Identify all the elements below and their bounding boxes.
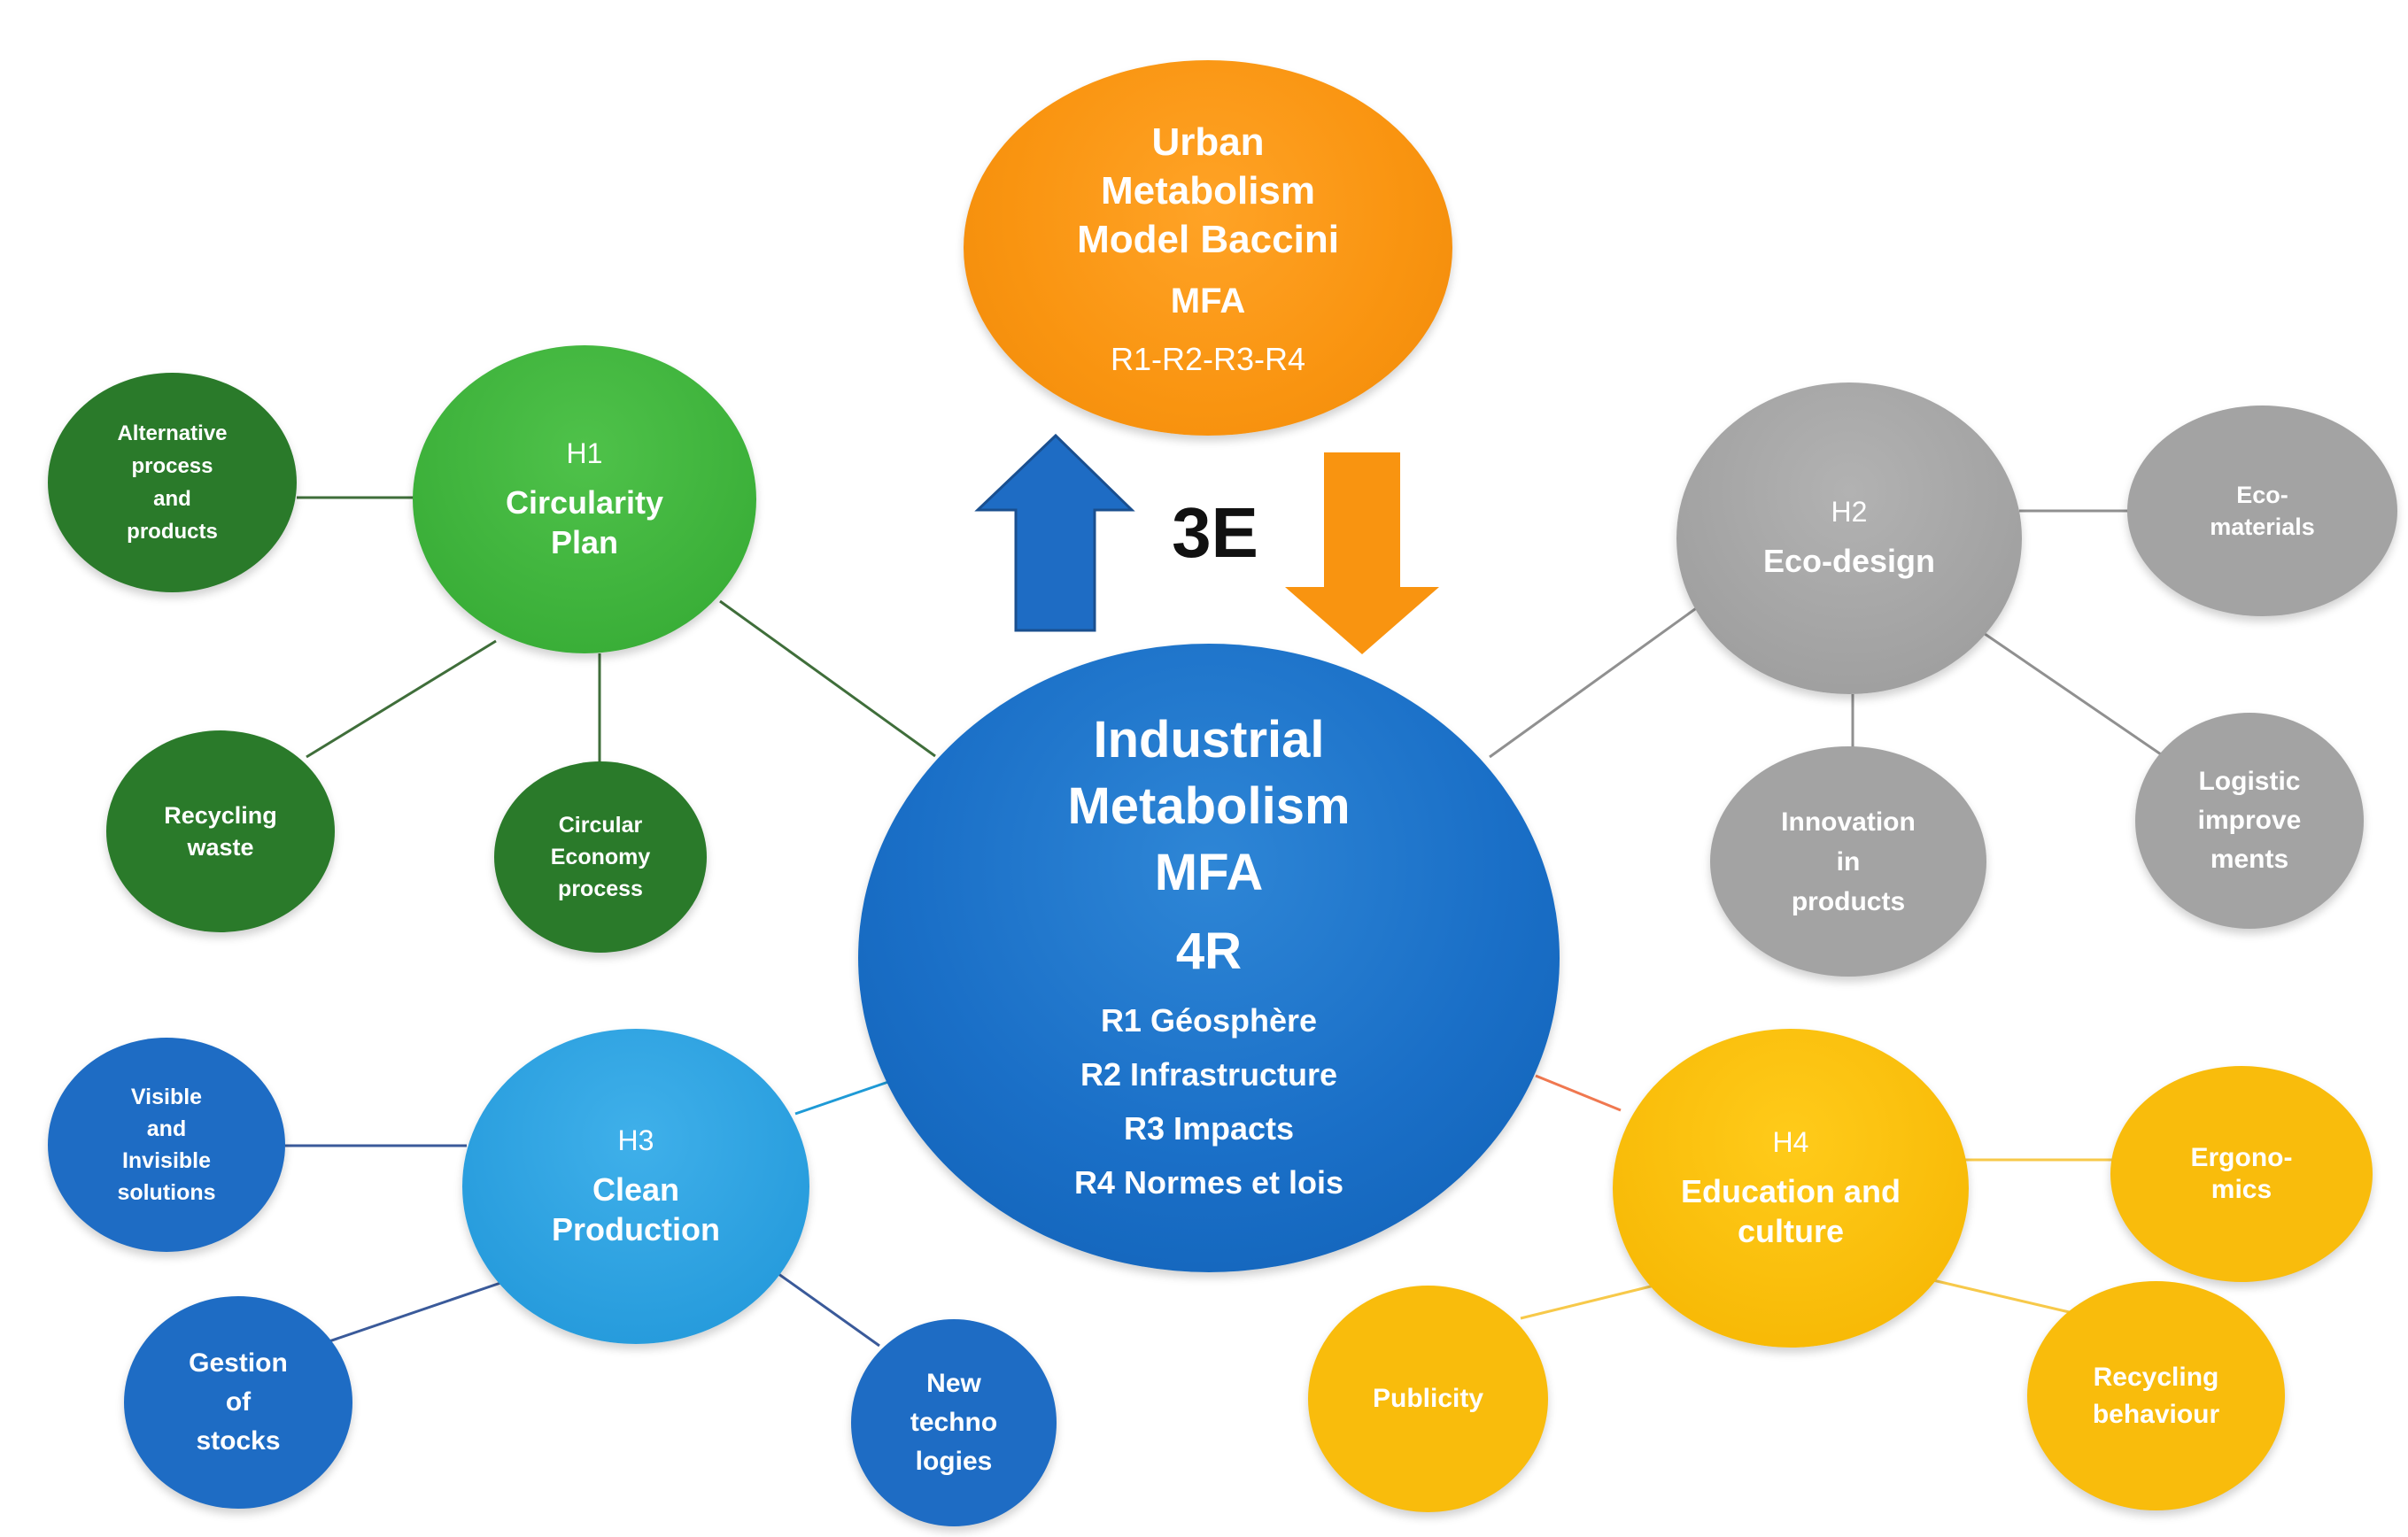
leaf-logistic-improvements-text: Logistic improve ments: [2197, 767, 2302, 874]
link-label-3e: 3E: [1172, 493, 1258, 572]
connector-h4-recycling: [1921, 1276, 2078, 1316]
hub-h2-title: Eco-design: [1762, 543, 1936, 579]
leaf-ergonomics: Ergono- mics: [2110, 1066, 2373, 1282]
connector-h1-recycling: [306, 639, 497, 759]
hub-h1-circularity-plan: H1 Circularity Plan: [413, 345, 756, 653]
leaf-new-technologies-text: New techno logies: [910, 1369, 998, 1476]
urban-metabolism-mfa: MFA: [1170, 282, 1246, 321]
leaf-gestion-stocks-text: Gestion of stocks: [189, 1348, 288, 1456]
leaf-ergonomics-text: Ergono- mics: [2190, 1143, 2293, 1204]
connector-h2-center: [1489, 600, 1706, 759]
hub-h1-title: Circularity Plan: [505, 483, 664, 560]
hub-h4-label: H4: [1772, 1125, 1809, 1158]
connector-h4-center: [1535, 1074, 1622, 1112]
leaf-recycling-behaviour-text: Recycling behaviour: [2092, 1362, 2220, 1429]
industrial-metabolism-r-items: R1 Géosphère R2 Infrastructure R3 Impact…: [1073, 1002, 1344, 1201]
leaf-innovation-products: Innovation in products: [1710, 746, 1986, 977]
hub-h3-label: H3: [617, 1124, 654, 1156]
leaf-eco-materials: Eco- materials: [2127, 405, 2397, 616]
leaf-visible-invisible-text: Visible and Invisible solutions: [117, 1085, 216, 1205]
leaf-circular-economy-text: Circular Economy process: [550, 813, 651, 901]
leaf-recycling-waste: Recycling waste: [106, 730, 335, 932]
industrial-metabolism-4r: 4R: [1175, 923, 1243, 980]
connector-h4-publicity: [1520, 1281, 1666, 1320]
leaf-innovation-products-text: Innovation in products: [1781, 807, 1916, 916]
leaf-logistic-improvements: Logistic improve ments: [2135, 713, 2364, 929]
hub-h2-label: H2: [1831, 496, 1868, 528]
urban-metabolism-title: Urban Metabolism Model Baccini: [1077, 120, 1339, 261]
connector-h1-center: [719, 599, 936, 758]
urban-metabolism-r-list: R1-R2-R3-R4: [1110, 341, 1306, 377]
leaf-gestion-stocks: Gestion of stocks: [124, 1296, 352, 1509]
industrial-metabolism-title: Industrial Metabolism MFA: [1067, 711, 1351, 901]
connector-h3-stocks: [318, 1278, 509, 1347]
leaf-eco-materials-text: Eco- materials: [2210, 482, 2315, 540]
leaf-circular-economy: Circular Economy process: [494, 761, 707, 953]
leaf-publicity: Publicity: [1308, 1286, 1548, 1512]
hub-h2-eco-design: H2 Eco-design: [1676, 382, 2022, 694]
leaf-publicity-text: Publicity: [1372, 1384, 1484, 1413]
hub-h4-title: Education and culture: [1680, 1172, 1901, 1249]
industrial-metabolism-circle: Industrial Metabolism MFA 4R R1 Géosphèr…: [858, 644, 1560, 1272]
arrow-down-icon: [1285, 452, 1439, 654]
hub-h4-education-culture: H4 Education and culture: [1613, 1029, 1969, 1348]
hub-h3-title: Clean Production: [552, 1170, 720, 1247]
hub-h1-label: H1: [566, 436, 603, 469]
hub-h3-clean-production: H3 Clean Production: [462, 1029, 809, 1344]
arrow-up-icon: [974, 433, 1135, 632]
leaf-alternative-process-text: Alternative process and products: [117, 421, 228, 544]
leaf-visible-invisible: Visible and Invisible solutions: [48, 1038, 285, 1252]
leaf-recycling-behaviour: Recycling behaviour: [2027, 1281, 2285, 1510]
connector-h3-center: [794, 1080, 889, 1116]
urban-metabolism-circle: Urban Metabolism Model Baccini MFA R1-R2…: [964, 60, 1452, 436]
connector-h2-logistic: [1972, 624, 2162, 756]
leaf-recycling-waste-text: Recycling waste: [164, 802, 277, 861]
connector-h3-newtech: [774, 1270, 880, 1348]
leaf-new-technologies: New techno logies: [851, 1319, 1057, 1526]
leaf-alternative-process: Alternative process and products: [48, 373, 297, 592]
